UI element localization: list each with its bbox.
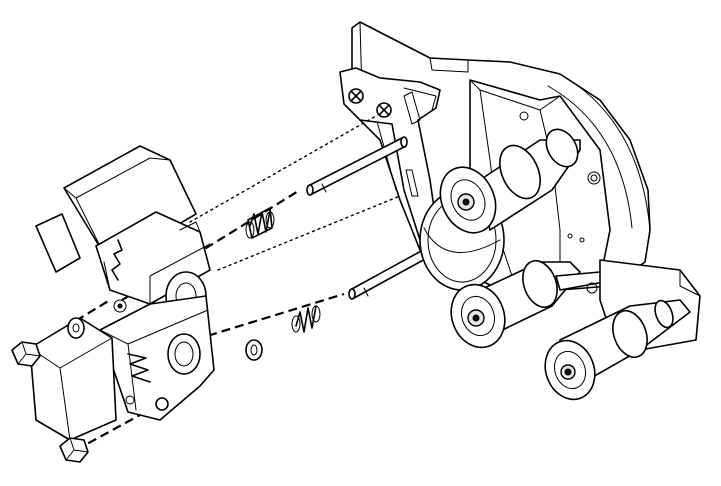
hex-nut-upper xyxy=(12,342,40,366)
clamp-block-lower xyxy=(100,296,214,420)
dotted-path-lower xyxy=(218,196,400,270)
frame-screw-right xyxy=(377,103,391,117)
flanged-pulley-lower xyxy=(537,298,690,406)
frame-screw-left xyxy=(349,89,363,103)
compression-spring-upper xyxy=(246,208,274,238)
hex-nut-lower xyxy=(60,438,88,462)
compression-spring-lower xyxy=(292,306,320,332)
washer-spring xyxy=(246,340,262,360)
clamp-block-upper xyxy=(36,146,210,320)
washer-upper xyxy=(68,318,84,338)
